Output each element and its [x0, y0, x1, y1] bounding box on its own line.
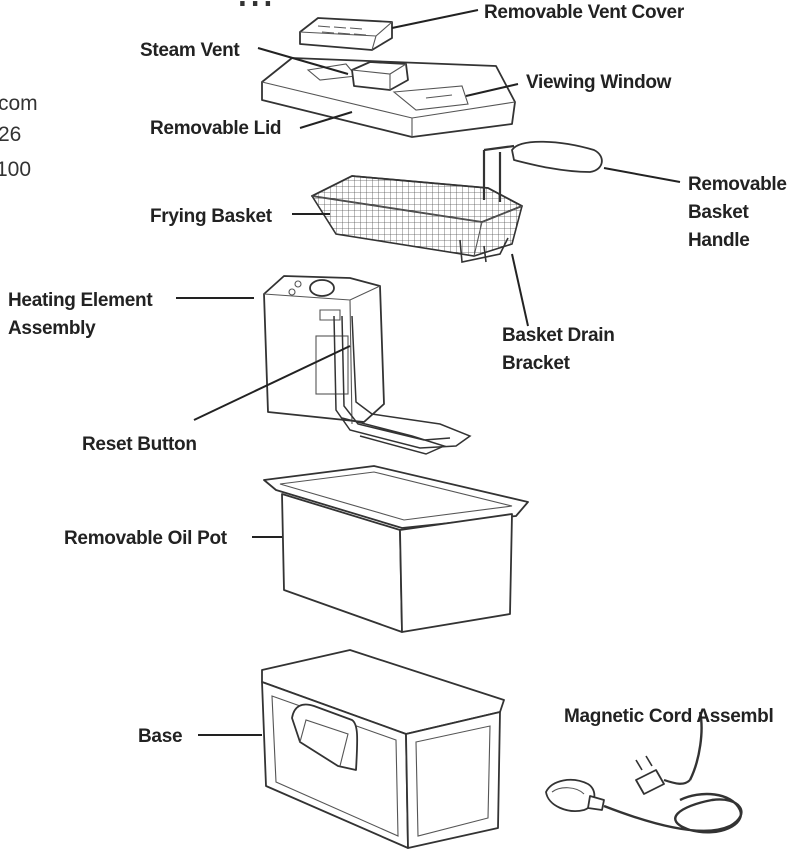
label-heating-element-2: Assembly: [8, 318, 96, 339]
contact-line-2: 26: [0, 123, 21, 146]
label-removable-oil-pot: Removable Oil Pot: [64, 528, 228, 549]
label-steam-vent: Steam Vent: [140, 40, 240, 61]
lid-part: [261, 57, 516, 138]
label-removable-lid: Removable Lid: [150, 118, 281, 139]
vent-cover-part: [299, 17, 393, 51]
magnetic-cord-part: [545, 711, 743, 834]
base-part: [261, 649, 505, 849]
frying-basket-part: [310, 140, 603, 263]
label-magnetic-cord-assembly: Magnetic Cord Assembl: [564, 706, 773, 727]
header-title-fragment: ...: [236, 0, 274, 16]
label-basket-drain-bracket-2: Bracket: [502, 353, 571, 374]
leader-lines: [176, 9, 681, 736]
heating-element-part: [263, 275, 472, 455]
label-reset-button: Reset Button: [82, 434, 197, 455]
label-basket-drain-bracket-1: Basket Drain: [502, 325, 615, 346]
label-removable-basket-handle-1: Removable: [688, 174, 787, 195]
contact-line-3: 100: [0, 158, 31, 181]
label-viewing-window: Viewing Window: [526, 72, 672, 93]
oil-pot-part: [263, 465, 529, 633]
label-removable-basket-handle-3: Handle: [688, 230, 750, 251]
label-removable-vent-cover: Removable Vent Cover: [484, 2, 685, 23]
label-frying-basket: Frying Basket: [150, 206, 273, 227]
label-removable-basket-handle-2: Basket: [688, 202, 749, 223]
label-heating-element-1: Heating Element: [8, 290, 153, 311]
label-base: Base: [138, 726, 182, 747]
contact-line-1: com: [0, 92, 38, 115]
